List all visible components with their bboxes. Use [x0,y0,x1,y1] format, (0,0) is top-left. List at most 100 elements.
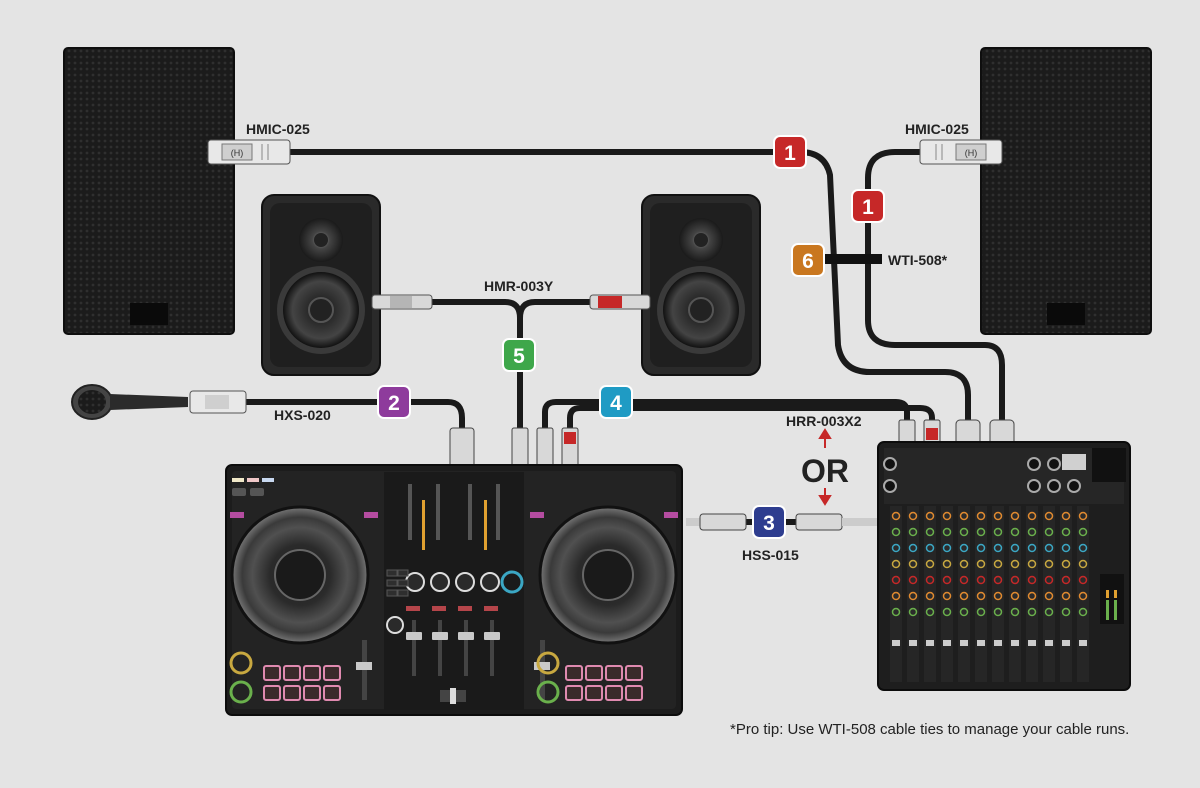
mixer-fader [1011,640,1019,646]
mixer-knob [908,575,918,585]
pa-speaker-left [63,47,235,335]
connector-rca-controller [511,427,579,473]
mixer-knob [976,607,986,617]
badge-6-number: 6 [802,250,814,273]
mixer-knob [976,575,986,585]
mixer-knob [942,527,952,537]
cable-1-right [865,149,1005,423]
mixer-knob [1044,559,1054,569]
mixer-knob [959,575,969,585]
mixer-knob [942,575,952,585]
mixer-knob [925,607,935,617]
badge-5: 5 [502,338,536,372]
mixer-knob [1044,575,1054,585]
footnote: *Pro tip: Use WTI-508 cable ties to mana… [730,721,1129,738]
mixer-knob [1027,527,1037,537]
mixer-knob [993,543,1003,553]
mixer-knob [1010,527,1020,537]
mixer-knob [976,591,986,601]
mixer-knob [891,511,901,521]
label-hmr: HMR-003Y [484,278,554,294]
label-hxs: HXS-020 [274,407,331,423]
mixer-knob [976,543,986,553]
mixer-fader [960,640,968,646]
mixer-fader [926,640,934,646]
mixer-fader [892,640,900,646]
mixer-fader [1079,640,1087,646]
mixer-knob [942,591,952,601]
mixer-fader [977,640,985,646]
cable-1-left [287,149,971,423]
badge-2-box [377,385,411,419]
badge-3: 3 [752,505,786,539]
mixer-knob [1044,511,1054,521]
mixer-knob [1061,527,1071,537]
mixer-knob [959,527,969,537]
mixer-knob [993,511,1003,521]
mixer-knob [993,591,1003,601]
mixer-knob [908,591,918,601]
mixer-knob [1061,543,1071,553]
mixer-fader [994,640,1002,646]
mixer-knob [959,591,969,601]
mixer-knob [1027,575,1037,585]
svg-text:(H): (H) [231,148,244,158]
connector-trs-cable-3 [686,513,882,531]
mixer-knob [1078,607,1088,617]
badge-2: 2 [377,385,411,419]
badge-6: 6 [791,243,825,277]
mixer-knob [959,543,969,553]
mixer-knob [925,591,935,601]
mixer-knob [993,607,1003,617]
mixer-knob [1061,607,1071,617]
mixer-knob [942,511,952,521]
connector-xlr-left: (H) [207,139,291,165]
mixer-knob [1078,591,1088,601]
mixer-knob [976,511,986,521]
pa-speaker-right [980,47,1152,335]
mixer-knob [993,575,1003,585]
badge-1-b-box [851,189,885,223]
mixer-knob [1027,511,1037,521]
connector-monitor-right [589,294,651,310]
svg-text:(H): (H) [965,148,978,158]
mixer-knob [1027,543,1037,553]
badge-1-b-number: 1 [862,196,874,219]
mixer-knob [993,559,1003,569]
mixer-knob [908,559,918,569]
studio-monitor-right [641,194,761,376]
badge-1-b: 1 [851,189,885,223]
cable-4b [567,405,935,431]
mixer-knob [1044,607,1054,617]
mixer-fader [909,640,917,646]
connector-xlr-right: (H) [919,139,1003,165]
mixer-knob [891,591,901,601]
label-hmic-right: HMIC-025 [905,121,969,137]
mixer-knob [1010,591,1020,601]
badge-5-number: 5 [513,345,525,368]
mixer-knob [908,543,918,553]
mixer-knob [1010,559,1020,569]
cable-2 [242,399,465,431]
mixer-knob [976,527,986,537]
mixer-knob [1027,591,1037,601]
mixer-knob [1061,575,1071,585]
mixer-knob [1078,559,1088,569]
mixer-knob [891,543,901,553]
mixer-knob [959,511,969,521]
badge-2-number: 2 [388,392,400,415]
badge-4-number: 4 [610,392,622,415]
mixer-knob [925,559,935,569]
mixer-knob [942,559,952,569]
cable-tie [822,254,882,264]
mixer-knob [976,559,986,569]
connector-monitor-left [371,294,433,310]
badge-4-box [599,385,633,419]
label-or: OR [801,453,849,489]
badge-1-a: 1 [773,135,807,169]
mixer-knob [1010,575,1020,585]
badge-6-box [791,243,825,277]
badge-3-number: 3 [763,512,775,535]
dj-controller [225,464,683,716]
or-arrows [818,428,832,506]
